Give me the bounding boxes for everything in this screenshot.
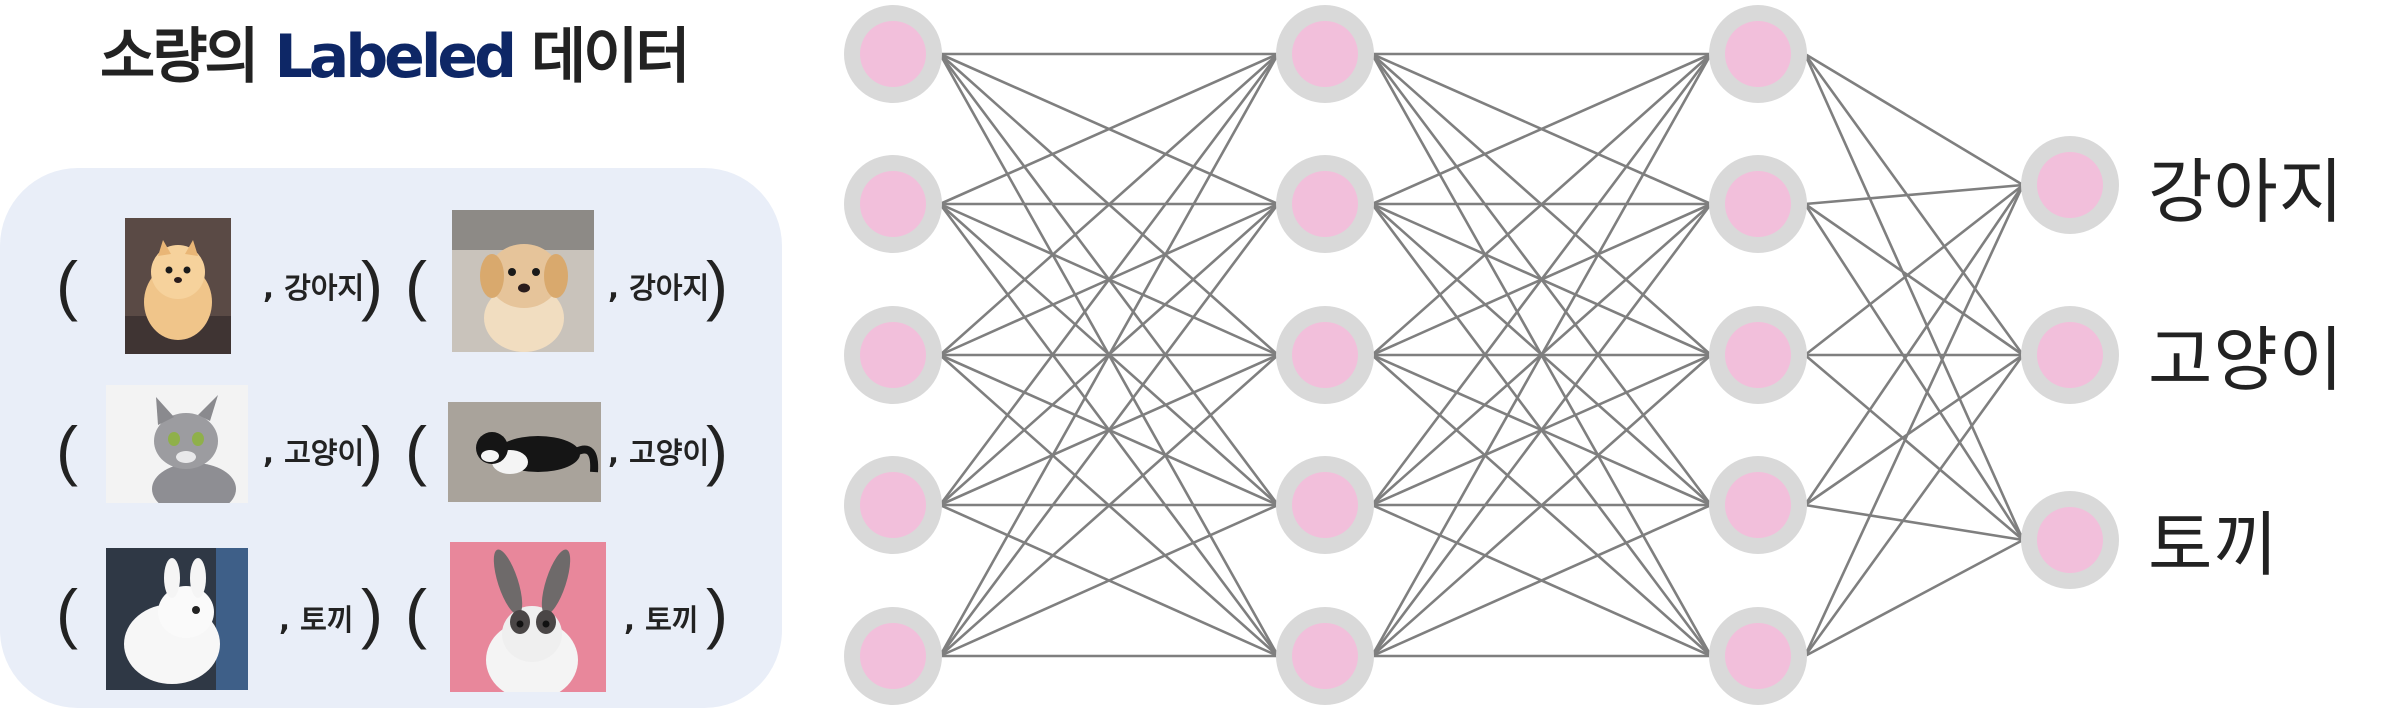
sample-label: , 강아지 — [608, 271, 710, 305]
open-paren: ( — [405, 413, 427, 487]
hidden-node — [1292, 472, 1358, 538]
network-edge — [1803, 184, 2025, 657]
hidden-node — [860, 322, 926, 388]
hidden-node — [1292, 21, 1358, 87]
title-prefix: 소량의 — [100, 22, 260, 92]
hidden-node — [1725, 171, 1791, 237]
title: 소량의 Labeled 데이터 — [100, 12, 691, 102]
hidden-node — [1725, 21, 1791, 87]
output-node — [2037, 322, 2103, 388]
network-edge — [1803, 354, 2025, 657]
sample-label: , 토끼 — [624, 603, 699, 637]
network-edge — [1804, 52, 2024, 187]
hidden-node — [1292, 322, 1358, 388]
network-edge — [938, 53, 1280, 657]
tuxedo-cat-photo — [448, 402, 601, 502]
network-edge — [939, 52, 1279, 206]
pomeranian-dog-photo — [125, 218, 231, 354]
network-edge — [1371, 53, 1712, 356]
network-edge — [1803, 53, 2025, 541]
network-edge — [1370, 53, 1713, 657]
hidden-node — [1725, 472, 1791, 538]
golden-puppy-photo — [452, 210, 594, 352]
title-suffix: 데이터 — [530, 22, 691, 92]
network-edge — [939, 503, 1279, 658]
tabby-cat-photo — [106, 385, 248, 503]
network-edge — [1370, 203, 1713, 657]
output-node — [2037, 507, 2103, 573]
hidden-node — [1725, 322, 1791, 388]
close-paren: ) — [706, 413, 728, 487]
network-edge — [1804, 353, 2024, 507]
open-paren: ( — [405, 576, 427, 650]
open-paren: ( — [56, 413, 78, 487]
sample-label: , 강아지 — [263, 271, 365, 305]
network-edge — [1804, 183, 2024, 357]
white-rabbit-photo — [106, 548, 248, 690]
open-paren: ( — [56, 248, 78, 322]
hidden-node — [860, 472, 926, 538]
network-edge — [1371, 52, 1712, 206]
network-edge — [1370, 53, 1713, 506]
network-edge — [1803, 203, 2025, 541]
network-edges — [938, 52, 2025, 658]
network-edge — [1804, 503, 2024, 542]
network-edge — [939, 53, 1279, 356]
network-edge — [938, 53, 1280, 506]
sample-label: , 고양이 — [608, 436, 710, 470]
network-edge — [939, 354, 1279, 657]
network-edge — [1804, 354, 2024, 541]
output-label-dog: 강아지 — [2148, 151, 2345, 233]
hidden-node — [1292, 623, 1358, 689]
output-label-rabbit: 토끼 — [2148, 504, 2279, 586]
output-label-cat: 고양이 — [2148, 319, 2345, 401]
sample-label: , 토끼 — [279, 603, 354, 637]
network-nodes — [844, 5, 2119, 705]
close-paren: ) — [361, 576, 383, 650]
close-paren: ) — [361, 248, 383, 322]
hidden-node — [860, 623, 926, 689]
network-edge — [1804, 202, 2024, 357]
lop-rabbit-photo — [450, 542, 606, 692]
hidden-node — [860, 21, 926, 87]
network-edge — [1803, 53, 2025, 356]
network-edge — [1803, 184, 2025, 506]
hidden-node — [1292, 171, 1358, 237]
network-edge — [1804, 183, 2024, 206]
close-paren: ) — [706, 248, 728, 322]
open-paren: ( — [56, 576, 78, 650]
output-node — [2037, 152, 2103, 218]
network-edge — [1371, 503, 1712, 658]
title-highlight: Labeled — [274, 22, 518, 92]
open-paren: ( — [405, 248, 427, 322]
close-paren: ) — [706, 576, 728, 650]
sample-label: , 고양이 — [263, 436, 365, 470]
close-paren: ) — [361, 413, 383, 487]
hidden-node — [1725, 623, 1791, 689]
network-edge — [938, 203, 1280, 657]
network-edge — [1371, 354, 1712, 657]
network-edge — [1804, 538, 2024, 658]
hidden-node — [860, 171, 926, 237]
